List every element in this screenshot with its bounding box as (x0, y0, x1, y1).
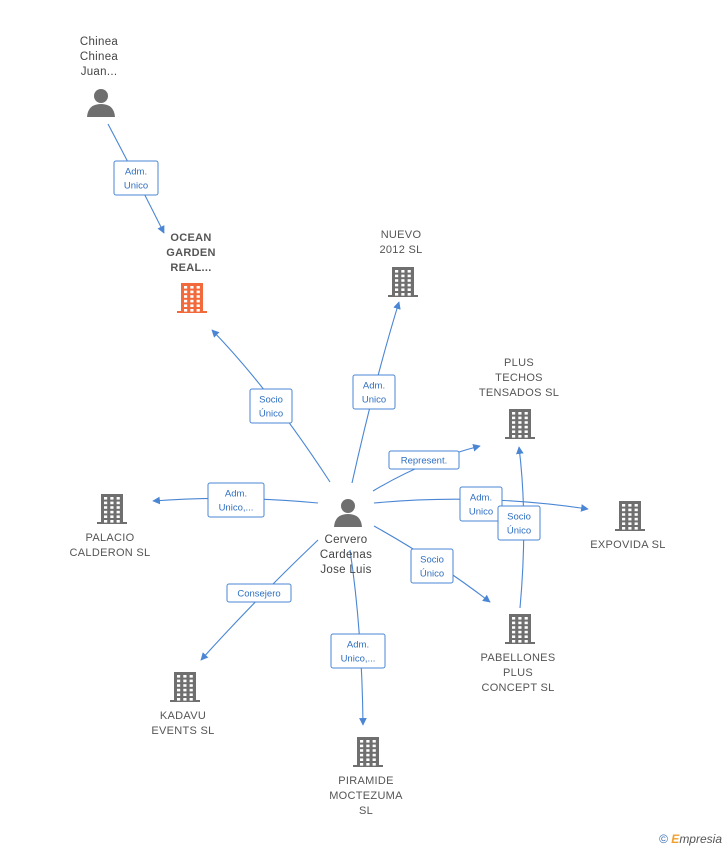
nodes-layer: ChineaChineaJuan...OCEANGARDENREAL...NUE… (70, 36, 666, 817)
edge-label-text: Consejero (237, 589, 280, 600)
edge-label-text: Socio (420, 555, 444, 566)
node-expovida[interactable]: EXPOVIDA SL (590, 501, 665, 551)
edge-label-box (249, 388, 293, 424)
node-label: PALACIO (86, 532, 135, 544)
person-icon (87, 89, 115, 117)
edge-label-text: Adm. (125, 167, 147, 178)
edge-label-text: Unico (124, 181, 148, 192)
edge-label-text: Adm. (347, 640, 369, 651)
edge-label-box (459, 486, 503, 522)
copyright-symbol: © (659, 832, 668, 846)
edge-label-box (410, 548, 454, 584)
node-label: MOCTEZUMA (329, 790, 403, 802)
footer-brand[interactable]: © Empresia (659, 832, 722, 846)
edge-label-box (207, 482, 265, 518)
node-palacio[interactable]: PALACIO CALDERON SL (70, 494, 151, 559)
edge-label-box (330, 633, 386, 669)
node-label: 2012 SL (379, 244, 422, 256)
edge-label-text: Único (259, 409, 283, 420)
edge-label-text: Único (420, 569, 444, 580)
node-label: Cardenas (320, 549, 372, 561)
edge-label-text: Único (507, 526, 531, 537)
edge-label-cervero-to-piramide[interactable]: Adm. Unico,... (330, 633, 386, 669)
building-icon (505, 614, 535, 644)
edge-label-text: Unico,... (219, 503, 254, 514)
node-label: TECHOS (495, 372, 543, 384)
person-icon (334, 499, 362, 527)
node-label: REAL... (170, 262, 211, 274)
node-pabellones[interactable]: PABELLONES PLUS CONCEPT SL (481, 614, 556, 694)
building-icon (170, 672, 200, 702)
node-label: Juan... (81, 66, 118, 78)
edge-label-text: Socio (507, 512, 531, 523)
building-icon (177, 283, 207, 313)
node-label: CALDERON SL (70, 547, 151, 559)
edge-label-box (352, 374, 396, 410)
node-label: PLUS (504, 357, 534, 369)
node-label: EXPOVIDA SL (590, 539, 665, 551)
node-label: NUEVO (381, 229, 422, 241)
node-chinea[interactable]: ChineaChineaJuan... (80, 36, 119, 117)
edge-label-text: Unico (469, 507, 493, 518)
edge-label-cervero-to-expovida[interactable]: Adm. Unico (459, 486, 503, 522)
edge-label-text: Adm. (363, 381, 385, 392)
node-plus_techos[interactable]: PLUS TECHOS TENSADOS SL (479, 357, 559, 439)
building-icon (505, 409, 535, 439)
node-label: GARDEN (166, 247, 215, 259)
edge-labels-layer: Adm.UnicoSocioÚnicoAdm.UnicoRepresent.Ad… (113, 160, 541, 669)
node-label: PABELLONES (481, 652, 556, 664)
edge-label-text: Represent. (401, 456, 447, 467)
edge-label-cervero-to-plus_techos[interactable]: Represent. (388, 450, 460, 470)
edge-label-box (113, 160, 159, 196)
node-label: TENSADOS SL (479, 387, 559, 399)
node-label: KADAVU (160, 710, 206, 722)
edge-label-text: Unico,... (341, 654, 376, 665)
building-icon (388, 267, 418, 297)
building-icon (353, 737, 383, 767)
edge-label-box (388, 450, 460, 470)
node-nuevo[interactable]: NUEVO 2012 SL (379, 229, 422, 297)
node-label: SL (359, 805, 373, 817)
edge-label-text: Adm. (470, 493, 492, 504)
node-kadavu[interactable]: KADAVU EVENTS SL (151, 672, 214, 737)
building-icon (615, 501, 645, 531)
edge-label-chinea-to-ocean[interactable]: Adm. Unico (113, 160, 159, 196)
edge-label-text: Socio (259, 395, 283, 406)
brand-name: Empresia (671, 832, 722, 846)
edge-label-text: Adm. (225, 489, 247, 500)
node-piramide[interactable]: PIRAMIDE MOCTEZUMA SL (329, 737, 403, 817)
node-label: Chinea (80, 36, 119, 48)
edge-label-box (226, 583, 292, 603)
edge-label-cervero-to-nuevo[interactable]: Adm. Unico (352, 374, 396, 410)
node-label: PIRAMIDE (338, 775, 394, 787)
node-label: CONCEPT SL (481, 682, 554, 694)
node-label: Cervero (324, 534, 367, 546)
node-label: PLUS (503, 667, 533, 679)
node-label: EVENTS SL (151, 725, 214, 737)
building-icon (97, 494, 127, 524)
node-ocean[interactable]: OCEAN GARDEN REAL... (166, 232, 215, 313)
edge-label-cervero-to-palacio[interactable]: Adm. Unico,... (207, 482, 265, 518)
node-label: Jose Luis (320, 564, 371, 576)
node-label: Chinea (80, 51, 119, 63)
edge-label-cervero-to-kadavu[interactable]: Consejero (226, 583, 292, 603)
node-label: OCEAN (170, 232, 211, 244)
edge-label-box (497, 505, 541, 541)
edge-label-text: Unico (362, 395, 386, 406)
